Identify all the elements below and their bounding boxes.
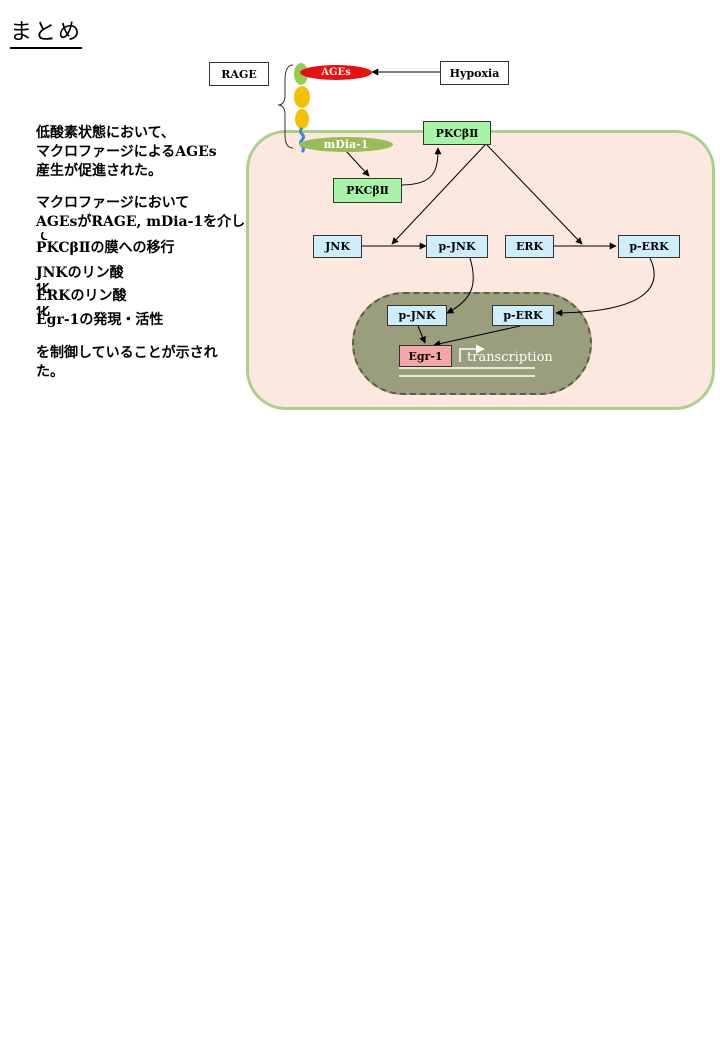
pkc-cytosol-box: PKCβⅡ (333, 178, 402, 203)
p-erk-box: p-ERK (618, 235, 680, 258)
arrow-pkc-jnk (391, 144, 486, 245)
pkc-membrane-box: PKCβⅡ (423, 121, 491, 145)
summary-item-erk-line1: ERKのリン酸 (36, 288, 127, 304)
summary-item-pkc: PKCβⅡの膜への移行 (36, 240, 175, 256)
rage-domain-lower (295, 109, 309, 129)
summary-para1-line3: 産生が促進された。 (36, 163, 162, 179)
jnk-box: JNK (313, 235, 362, 258)
rage-box: RAGE (209, 62, 269, 86)
arrow-pkc-translocation (400, 147, 442, 186)
page-title: まとめ (10, 20, 83, 49)
summary-item-erk-line2: 化 (36, 306, 50, 316)
transcription-label: transcription (467, 350, 553, 365)
summary-item-egr1: Egr-1の発現・活性 (36, 312, 164, 328)
nuclear-p-jnk-box: p-JNK (387, 305, 447, 326)
mdia1-adaptor: mDia-1 (299, 137, 393, 152)
rage-transmembrane (299, 126, 305, 154)
summary-para2-line3: て (36, 232, 50, 240)
summary-item-jnk-line1: JNKのリン酸 (36, 265, 124, 281)
transcription-start-arrow (459, 344, 485, 362)
nuclear-p-erk-box: p-ERK (492, 305, 554, 326)
arrow-mdia1-pkc (345, 150, 370, 177)
summary-para2: マクロファージにおいて AGEsがRAGE, mDia-1を介し て (36, 194, 245, 240)
summary-conclusion: を制御していることが示され た。 (36, 344, 218, 382)
arrow-njnk-egr1 (417, 325, 426, 344)
summary-para1-line1: 低酸素状態において、 (36, 125, 175, 141)
arrow-pkc-erk (486, 144, 583, 245)
summary-para2-line2: AGEsがRAGE, mDia-1を介し (36, 214, 246, 230)
rage-bracket (277, 64, 294, 149)
arrow-nerk-egr1 (433, 325, 521, 348)
rage-domain-middle (294, 86, 310, 108)
hypoxia-box: Hypoxia (440, 61, 509, 85)
erk-box: ERK (505, 235, 554, 258)
ages-label: AGEs (321, 67, 351, 78)
summary-conclusion-line1: を制御していることが示され (36, 345, 218, 361)
summary-conclusion-line2: た。 (36, 364, 64, 380)
egr1-box: Egr-1 (399, 345, 452, 367)
ages-ligand: AGEs (300, 65, 372, 80)
mdia1-label: mDia-1 (323, 138, 369, 151)
summary-item-jnk: JNKのリン酸 化 (36, 264, 124, 293)
summary-item-jnk-line2: 化 (36, 283, 50, 293)
p-jnk-box: p-JNK (426, 235, 488, 258)
summary-para1: 低酸素状態において、 マクロファージによるAGEs 産生が促進された。 (36, 124, 217, 181)
summary-para1-line2: マクロファージによるAGEs (36, 144, 217, 160)
arrow-pjnk-nucleus (446, 257, 474, 314)
summary-para2-line1: マクロファージにおいて (36, 195, 190, 211)
arrow-perk-nucleus (555, 257, 655, 317)
summary-item-erk: ERKのリン酸 化 (36, 287, 126, 316)
